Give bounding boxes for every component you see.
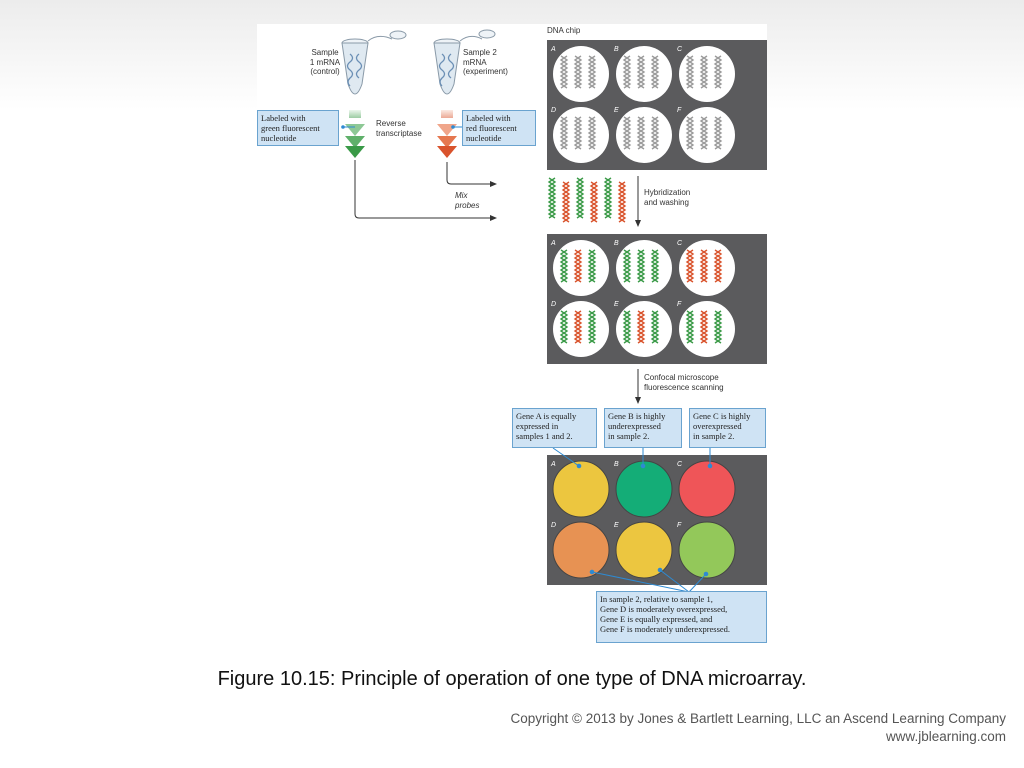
- mixed-probe-strands: [547, 177, 627, 223]
- probe-strand: [547, 177, 557, 219]
- well-letter-f: F: [677, 107, 682, 114]
- well-letter-f: F: [677, 522, 682, 529]
- probe-strand: [617, 181, 627, 223]
- dna-microarray-figure: A B C D E F A B C D E F A B C D E F Sample 1 mRNA (cont…: [257, 24, 767, 646]
- copyright-line: Copyright © 2013 by Jones & Bartlett Lea…: [510, 711, 1007, 726]
- well-letter-a: A: [550, 240, 556, 247]
- well-letter-c: C: [677, 46, 683, 53]
- figure-graphics: A B C D E F A B C D E F A B C D E F: [341, 29, 767, 593]
- sample1-tube: [341, 30, 407, 95]
- well-a: A: [550, 240, 609, 296]
- red-label-box: Labeled with red fluorescent nucleotide: [462, 110, 536, 146]
- gene-def-callout: In sample 2, relative to sample 1, Gene …: [596, 591, 767, 643]
- well-letter-c: C: [677, 240, 683, 247]
- well-letter-e: E: [614, 522, 619, 529]
- well-letter-b: B: [614, 240, 619, 247]
- probe-strand: [575, 177, 585, 219]
- well-letter-e: E: [614, 301, 619, 308]
- mix-probes-label: Mix probes: [455, 191, 480, 210]
- well-letter-f: F: [677, 301, 682, 308]
- well-e: E: [614, 521, 673, 579]
- sample2-label: Sample 2 mRNA (experiment): [463, 48, 508, 76]
- well-c: C: [677, 460, 736, 518]
- well-d: D: [551, 521, 610, 579]
- well-letter-a: A: [550, 461, 556, 468]
- mix-probes-arrows: [354, 160, 497, 221]
- well-b: B: [614, 460, 673, 518]
- callout-lines: [552, 447, 713, 593]
- well-letter-b: B: [614, 461, 619, 468]
- probe-strand: [589, 181, 599, 223]
- well-letter-e: E: [614, 107, 619, 114]
- sample1-label: Sample 1 mRNA (control): [309, 48, 341, 76]
- well-letter-c: C: [677, 461, 683, 468]
- figure-caption: Figure 10.15: Principle of operation of …: [217, 668, 807, 690]
- well-f: F: [677, 301, 735, 357]
- well-e: E: [614, 107, 672, 163]
- dna-chip-label: DNA chip: [547, 26, 581, 35]
- well-a: A: [550, 46, 609, 102]
- well-letter-d: D: [551, 522, 556, 529]
- dna-chip-hybridized: A B C D E F: [547, 234, 767, 364]
- well-letter-a: A: [550, 46, 556, 53]
- dna-chip-unhybridized: A B C D E F: [547, 40, 767, 170]
- gene-c-callout: Gene C is highly overexpressed in sample…: [689, 408, 766, 448]
- reverse-transcriptase-label: Reverse transcriptase: [376, 119, 422, 138]
- well-a: A: [550, 460, 610, 518]
- hybridization-arrow: [635, 176, 641, 227]
- probe-strand: [561, 181, 571, 223]
- gene-b-callout: Gene B is highly underexpressed in sampl…: [604, 408, 682, 448]
- well-e: E: [614, 301, 672, 357]
- well-letter-d: D: [551, 301, 556, 308]
- green-label-arrow: [345, 110, 365, 158]
- well-d: D: [551, 107, 609, 163]
- green-label-box: Labeled with green fluorescent nucleotid…: [257, 110, 339, 146]
- well-f: F: [677, 107, 735, 163]
- well-c: C: [677, 46, 735, 102]
- website-link: www.jblearning.com: [885, 729, 1006, 744]
- scanning-arrow: [635, 369, 641, 404]
- confocal-label: Confocal microscope fluorescence scannin…: [644, 373, 724, 392]
- sample2-tube: [433, 29, 496, 95]
- well-c: C: [677, 240, 735, 296]
- well-letter-d: D: [551, 107, 556, 114]
- probe-strand: [603, 177, 613, 219]
- red-label-arrow: [437, 110, 457, 158]
- dna-chip-scanned: A B C D E F: [547, 455, 767, 585]
- hybridization-label: Hybridization and washing: [644, 188, 691, 207]
- well-b: B: [614, 46, 672, 102]
- well-b: B: [614, 240, 672, 296]
- copyright-notice: Copyright © 2013 by Jones & Bartlett Lea…: [511, 710, 1007, 746]
- well-letter-b: B: [614, 46, 619, 53]
- well-d: D: [551, 301, 609, 357]
- well-f: F: [677, 521, 736, 579]
- gene-a-callout: Gene A is equally expressed in samples 1…: [512, 408, 597, 448]
